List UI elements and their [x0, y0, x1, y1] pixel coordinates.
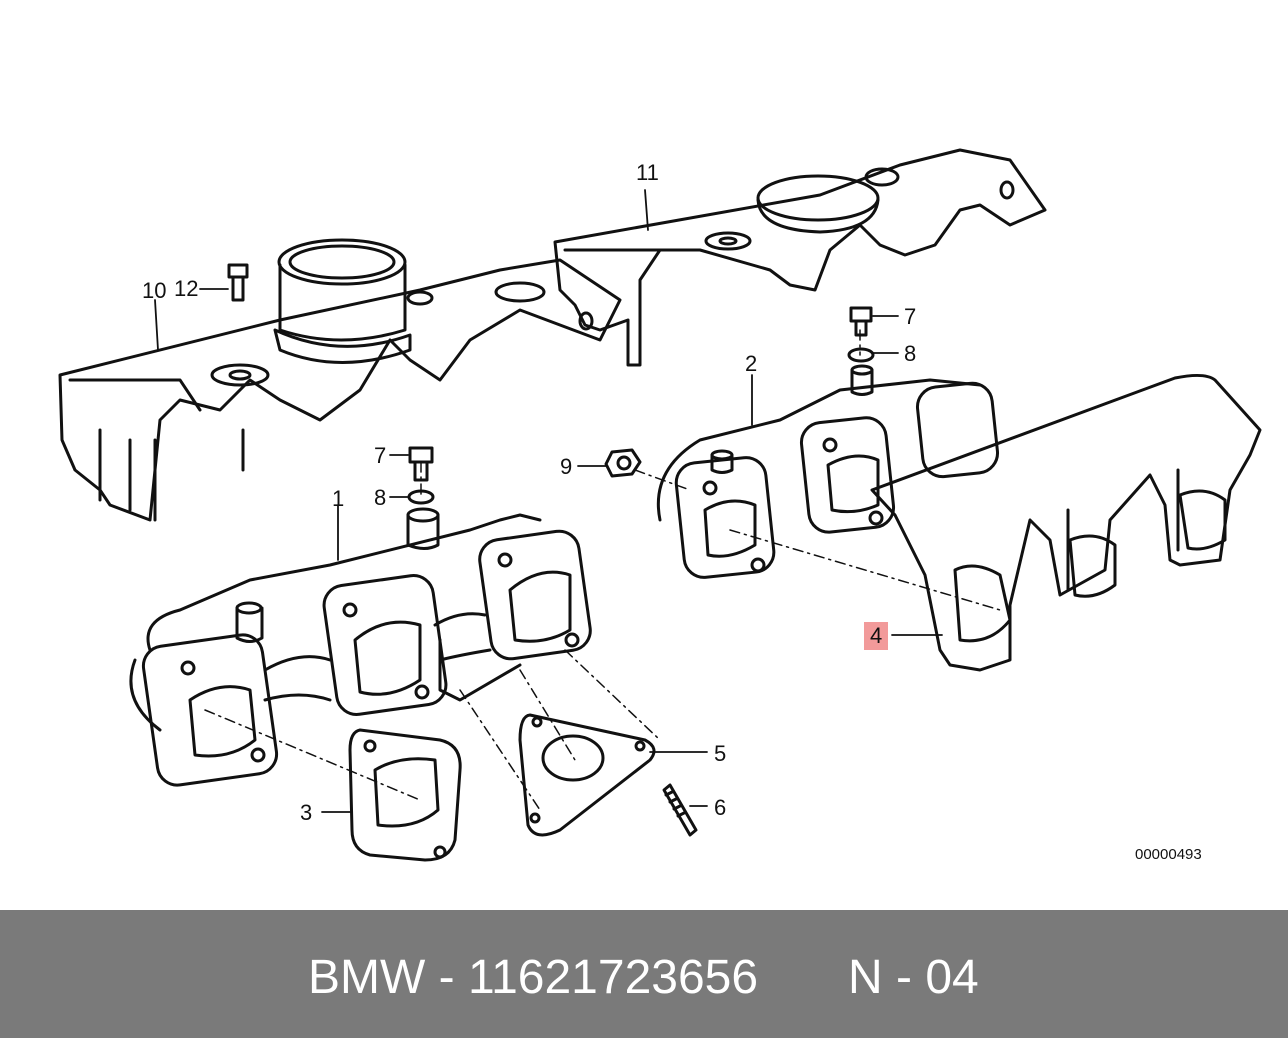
parts-diagram: 1 2 3 4 5 6 7 7 8 8 9 10 11 12 00000493 — [58, 148, 1262, 863]
callout-2[interactable]: 2 — [745, 351, 758, 376]
callout-5[interactable]: 5 — [714, 741, 727, 766]
footer-part-number: BMW - 11621723656 — [308, 951, 759, 1004]
callout-12[interactable]: 12 — [174, 276, 199, 301]
callout-8-rear[interactable]: 8 — [904, 341, 917, 366]
stud-6 — [662, 783, 698, 837]
callout-8-front[interactable]: 8 — [374, 485, 387, 510]
callout-1[interactable]: 1 — [332, 486, 345, 511]
callout-7-rear[interactable]: 7 — [904, 304, 917, 329]
center-lines — [204, 329, 1001, 811]
callout-3[interactable]: 3 — [300, 800, 313, 825]
fasteners — [227, 263, 875, 505]
leader-lines — [154, 189, 943, 813]
manifold-rear — [656, 364, 1000, 579]
footer-position-ref: N - 04 — [848, 951, 979, 1004]
callout-4-highlighted[interactable]: 4 — [864, 622, 889, 650]
callout-11[interactable]: 11 — [636, 160, 659, 185]
gasket-3 — [348, 728, 462, 862]
heat-shield-right — [553, 148, 1047, 367]
callout-7-front[interactable]: 7 — [374, 443, 387, 468]
heat-shield-left — [58, 238, 622, 522]
exhaust-manifold-drawing — [58, 148, 1262, 862]
gasket-manifold — [870, 373, 1262, 672]
diagram-reference-code: 00000493 — [1135, 846, 1202, 863]
callout-10[interactable]: 10 — [142, 278, 167, 303]
manifold-front — [129, 507, 592, 787]
footer-bar — [0, 910, 1288, 1038]
callout-6[interactable]: 6 — [714, 795, 727, 820]
callout-9[interactable]: 9 — [560, 454, 573, 479]
gasket-5 — [518, 713, 656, 837]
